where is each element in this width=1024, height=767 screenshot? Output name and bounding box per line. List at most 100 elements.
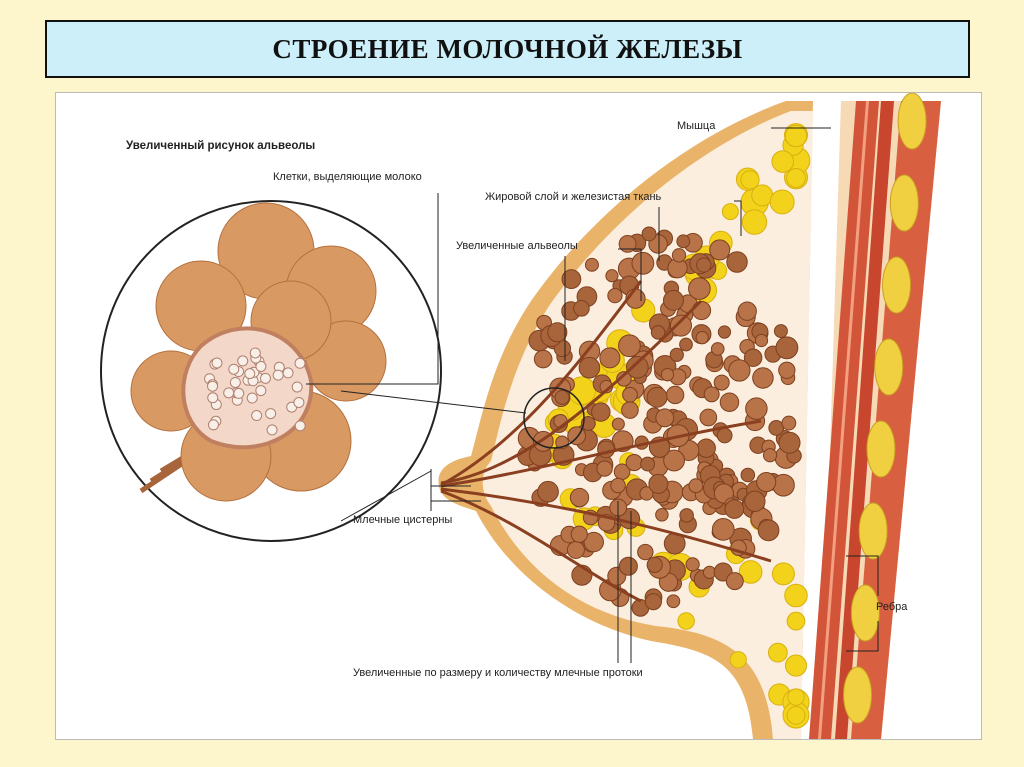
rib — [897, 93, 927, 150]
milk-cell — [207, 380, 219, 392]
fat-globule — [740, 170, 760, 190]
alveolus — [740, 467, 756, 483]
milk-cell — [237, 355, 249, 367]
milk-cell — [255, 385, 267, 397]
alveolus — [554, 389, 570, 405]
label-alveoli: Увеличенные альвеолы — [456, 240, 578, 252]
alveolus — [768, 420, 785, 436]
alveolus — [578, 356, 601, 379]
alveolus — [625, 453, 643, 472]
alveolus — [569, 487, 590, 508]
fat-globule — [786, 168, 806, 188]
alveolus — [728, 359, 751, 382]
alveolus — [596, 460, 613, 477]
alveolus — [637, 543, 654, 561]
leader-lines — [306, 127, 879, 663]
alveolus — [537, 480, 559, 503]
rib — [843, 666, 873, 724]
glandular-tissue — [517, 226, 802, 617]
alveolus — [625, 355, 649, 379]
milk-cell — [293, 396, 305, 408]
alveolus — [631, 251, 655, 275]
alveolus — [618, 556, 638, 576]
alveolus — [669, 347, 684, 362]
alveolus — [743, 348, 763, 367]
milk-cell — [246, 392, 258, 404]
milk-cell — [228, 363, 240, 375]
alveolus — [737, 301, 757, 321]
alveolus — [669, 314, 692, 337]
alveolus — [756, 472, 777, 493]
alveolus — [610, 477, 626, 494]
rib — [882, 256, 912, 314]
rib — [889, 174, 919, 232]
label-fat-gland: Жировой слой и железистая ткань — [485, 191, 662, 203]
alveolus — [762, 448, 778, 463]
alveolus — [745, 397, 768, 420]
breast-illustration — [100, 93, 941, 739]
alveolus — [640, 456, 656, 472]
label-ducts: Увеличенные по размеру и количеству млеч… — [353, 667, 643, 679]
alveolus — [666, 594, 681, 609]
alveolus — [717, 325, 732, 339]
ribs — [843, 93, 927, 724]
alveolus — [757, 519, 780, 542]
alveolus — [713, 374, 730, 391]
fat-globule — [771, 150, 795, 173]
milk-cell — [291, 381, 303, 393]
milk-cell — [211, 357, 223, 369]
milk-cell — [244, 368, 256, 380]
fat-globule — [741, 209, 768, 235]
milk-cell — [207, 419, 219, 431]
rib — [858, 502, 888, 560]
fat-globule — [784, 654, 808, 677]
fat-globule — [786, 705, 806, 725]
alveolus — [688, 277, 711, 300]
breast-anatomy-figure: Увеличенный рисунок альвеолы Клетки, выд… — [55, 92, 982, 740]
alveolus — [646, 386, 668, 408]
fat-globule — [769, 189, 795, 215]
alveolus — [781, 415, 797, 431]
alveolus — [583, 531, 604, 553]
milk-cell — [229, 376, 241, 388]
alveolus — [679, 337, 693, 352]
alveolus — [775, 336, 799, 360]
alveolus — [744, 490, 766, 512]
alveolus — [726, 251, 748, 273]
alveolus — [685, 557, 700, 572]
alveolus — [724, 499, 745, 519]
alveolus — [646, 556, 663, 573]
alveolus — [580, 415, 596, 431]
alveolus — [778, 361, 796, 379]
alveolus — [605, 269, 619, 283]
alveolus — [679, 508, 694, 523]
alveolus — [671, 248, 687, 263]
milk-cell — [233, 387, 245, 399]
alveolus — [778, 431, 801, 454]
alveolus — [616, 371, 632, 387]
alveolus — [663, 449, 685, 472]
alveolus — [655, 508, 669, 522]
chest-wall — [809, 101, 941, 739]
milk-cell — [251, 410, 263, 422]
milk-cell — [294, 357, 306, 369]
milk-cell — [255, 360, 267, 372]
alveolus — [622, 386, 638, 403]
alveolus — [703, 386, 720, 403]
alveolus — [695, 331, 709, 345]
rib — [850, 584, 880, 642]
label-ribs: Ребра — [876, 601, 908, 613]
milk-cell — [282, 367, 294, 379]
fat-globule — [738, 560, 763, 584]
alveolus — [566, 540, 585, 559]
fat-globule — [677, 612, 695, 630]
alveolus — [709, 239, 731, 261]
alveolus — [772, 473, 795, 497]
alveolus — [725, 572, 744, 591]
milk-cell — [294, 420, 306, 432]
alveolus — [688, 478, 704, 494]
alveolus — [696, 257, 712, 273]
fat-globule — [729, 651, 747, 669]
alveolus — [591, 402, 611, 422]
alveolus — [716, 427, 733, 444]
